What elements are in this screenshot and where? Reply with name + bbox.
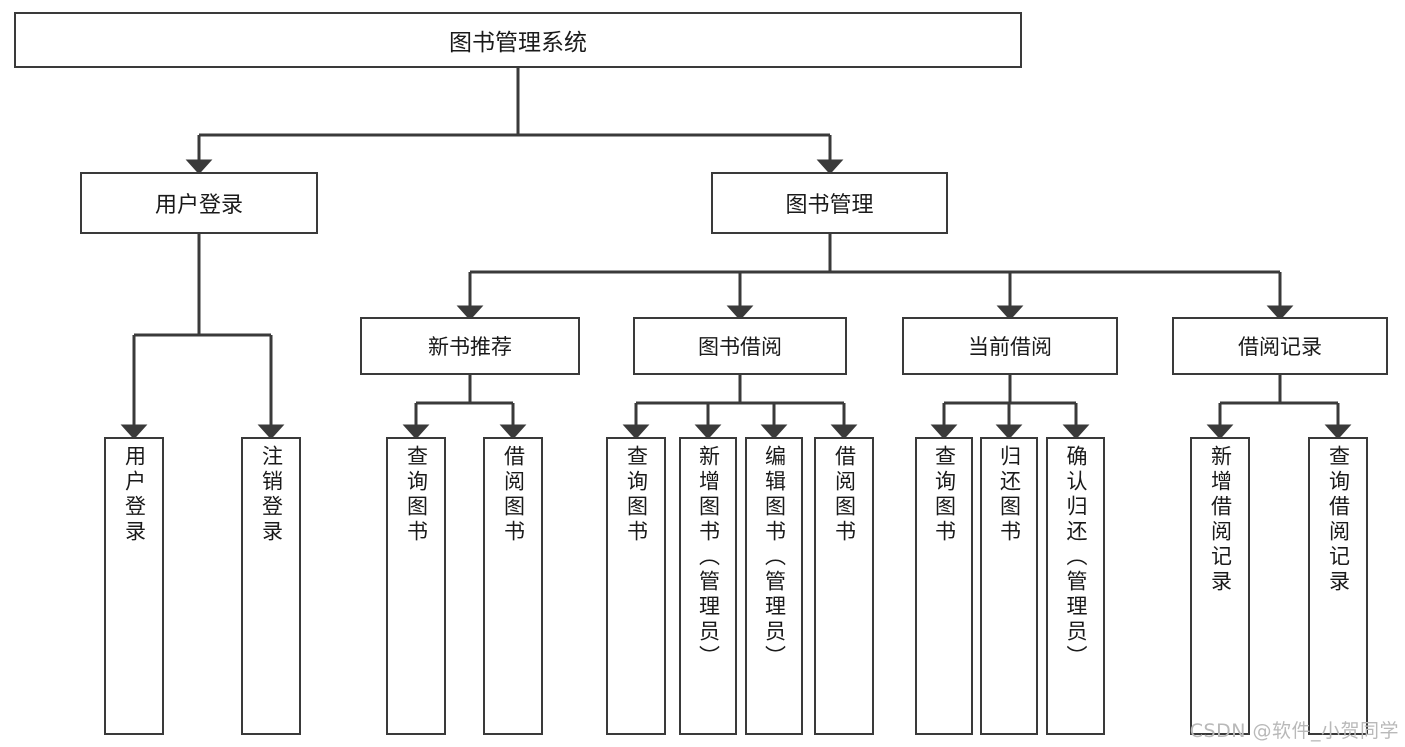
node-label: 查询图书: [624, 445, 649, 545]
leaf-user-login-signin[interactable]: 用户登录: [104, 437, 164, 735]
node-label: 当前借阅: [968, 335, 1052, 359]
node-current-borrow[interactable]: 当前借阅: [902, 317, 1118, 375]
leaf-current-confirm-return-admin[interactable]: 确认归还（管理员）: [1046, 437, 1105, 735]
leaf-current-query-book[interactable]: 查询图书: [915, 437, 973, 735]
node-label: 编辑图书（管理员）: [762, 445, 787, 670]
node-label: 注销登录: [259, 445, 284, 545]
leaf-user-login-signout[interactable]: 注销登录: [241, 437, 301, 735]
node-label: 借阅图书: [501, 445, 526, 545]
leaf-new-book-borrow[interactable]: 借阅图书: [483, 437, 543, 735]
node-book-borrow[interactable]: 图书借阅: [633, 317, 847, 375]
node-root-book-management-system[interactable]: 图书管理系统: [14, 12, 1022, 68]
leaf-new-book-query[interactable]: 查询图书: [386, 437, 446, 735]
node-label: 查询图书: [932, 445, 957, 545]
leaf-record-query-borrow-record[interactable]: 查询借阅记录: [1308, 437, 1368, 735]
node-label: 图书借阅: [698, 335, 782, 359]
node-new-book-recommend[interactable]: 新书推荐: [360, 317, 580, 375]
node-label: 图书管理: [785, 193, 874, 218]
node-label: 确认归还（管理员）: [1064, 445, 1088, 670]
node-label: 查询图书: [404, 445, 429, 545]
node-label: 新书推荐: [428, 335, 512, 359]
node-label: 新增借阅记录: [1208, 445, 1233, 595]
node-label: 归还图书: [997, 445, 1022, 545]
leaf-borrow-query-book[interactable]: 查询图书: [606, 437, 666, 735]
leaf-current-return-book[interactable]: 归还图书: [980, 437, 1038, 735]
node-label: 图书管理系统: [449, 30, 587, 56]
node-label: 新增图书（管理员）: [696, 445, 721, 670]
leaf-borrow-edit-book-admin[interactable]: 编辑图书（管理员）: [745, 437, 803, 735]
node-book-management[interactable]: 图书管理: [711, 172, 948, 234]
node-label: 用户登录: [122, 445, 147, 545]
node-label: 用户登录: [154, 193, 243, 218]
leaf-borrow-borrow-book[interactable]: 借阅图书: [814, 437, 874, 735]
node-borrow-record[interactable]: 借阅记录: [1172, 317, 1388, 375]
node-label: 借阅记录: [1238, 335, 1322, 359]
leaf-borrow-add-book-admin[interactable]: 新增图书（管理员）: [679, 437, 737, 735]
node-user-login[interactable]: 用户登录: [80, 172, 318, 234]
node-label: 查询借阅记录: [1326, 445, 1351, 595]
leaf-record-add-borrow-record[interactable]: 新增借阅记录: [1190, 437, 1250, 735]
node-label: 借阅图书: [832, 445, 857, 545]
